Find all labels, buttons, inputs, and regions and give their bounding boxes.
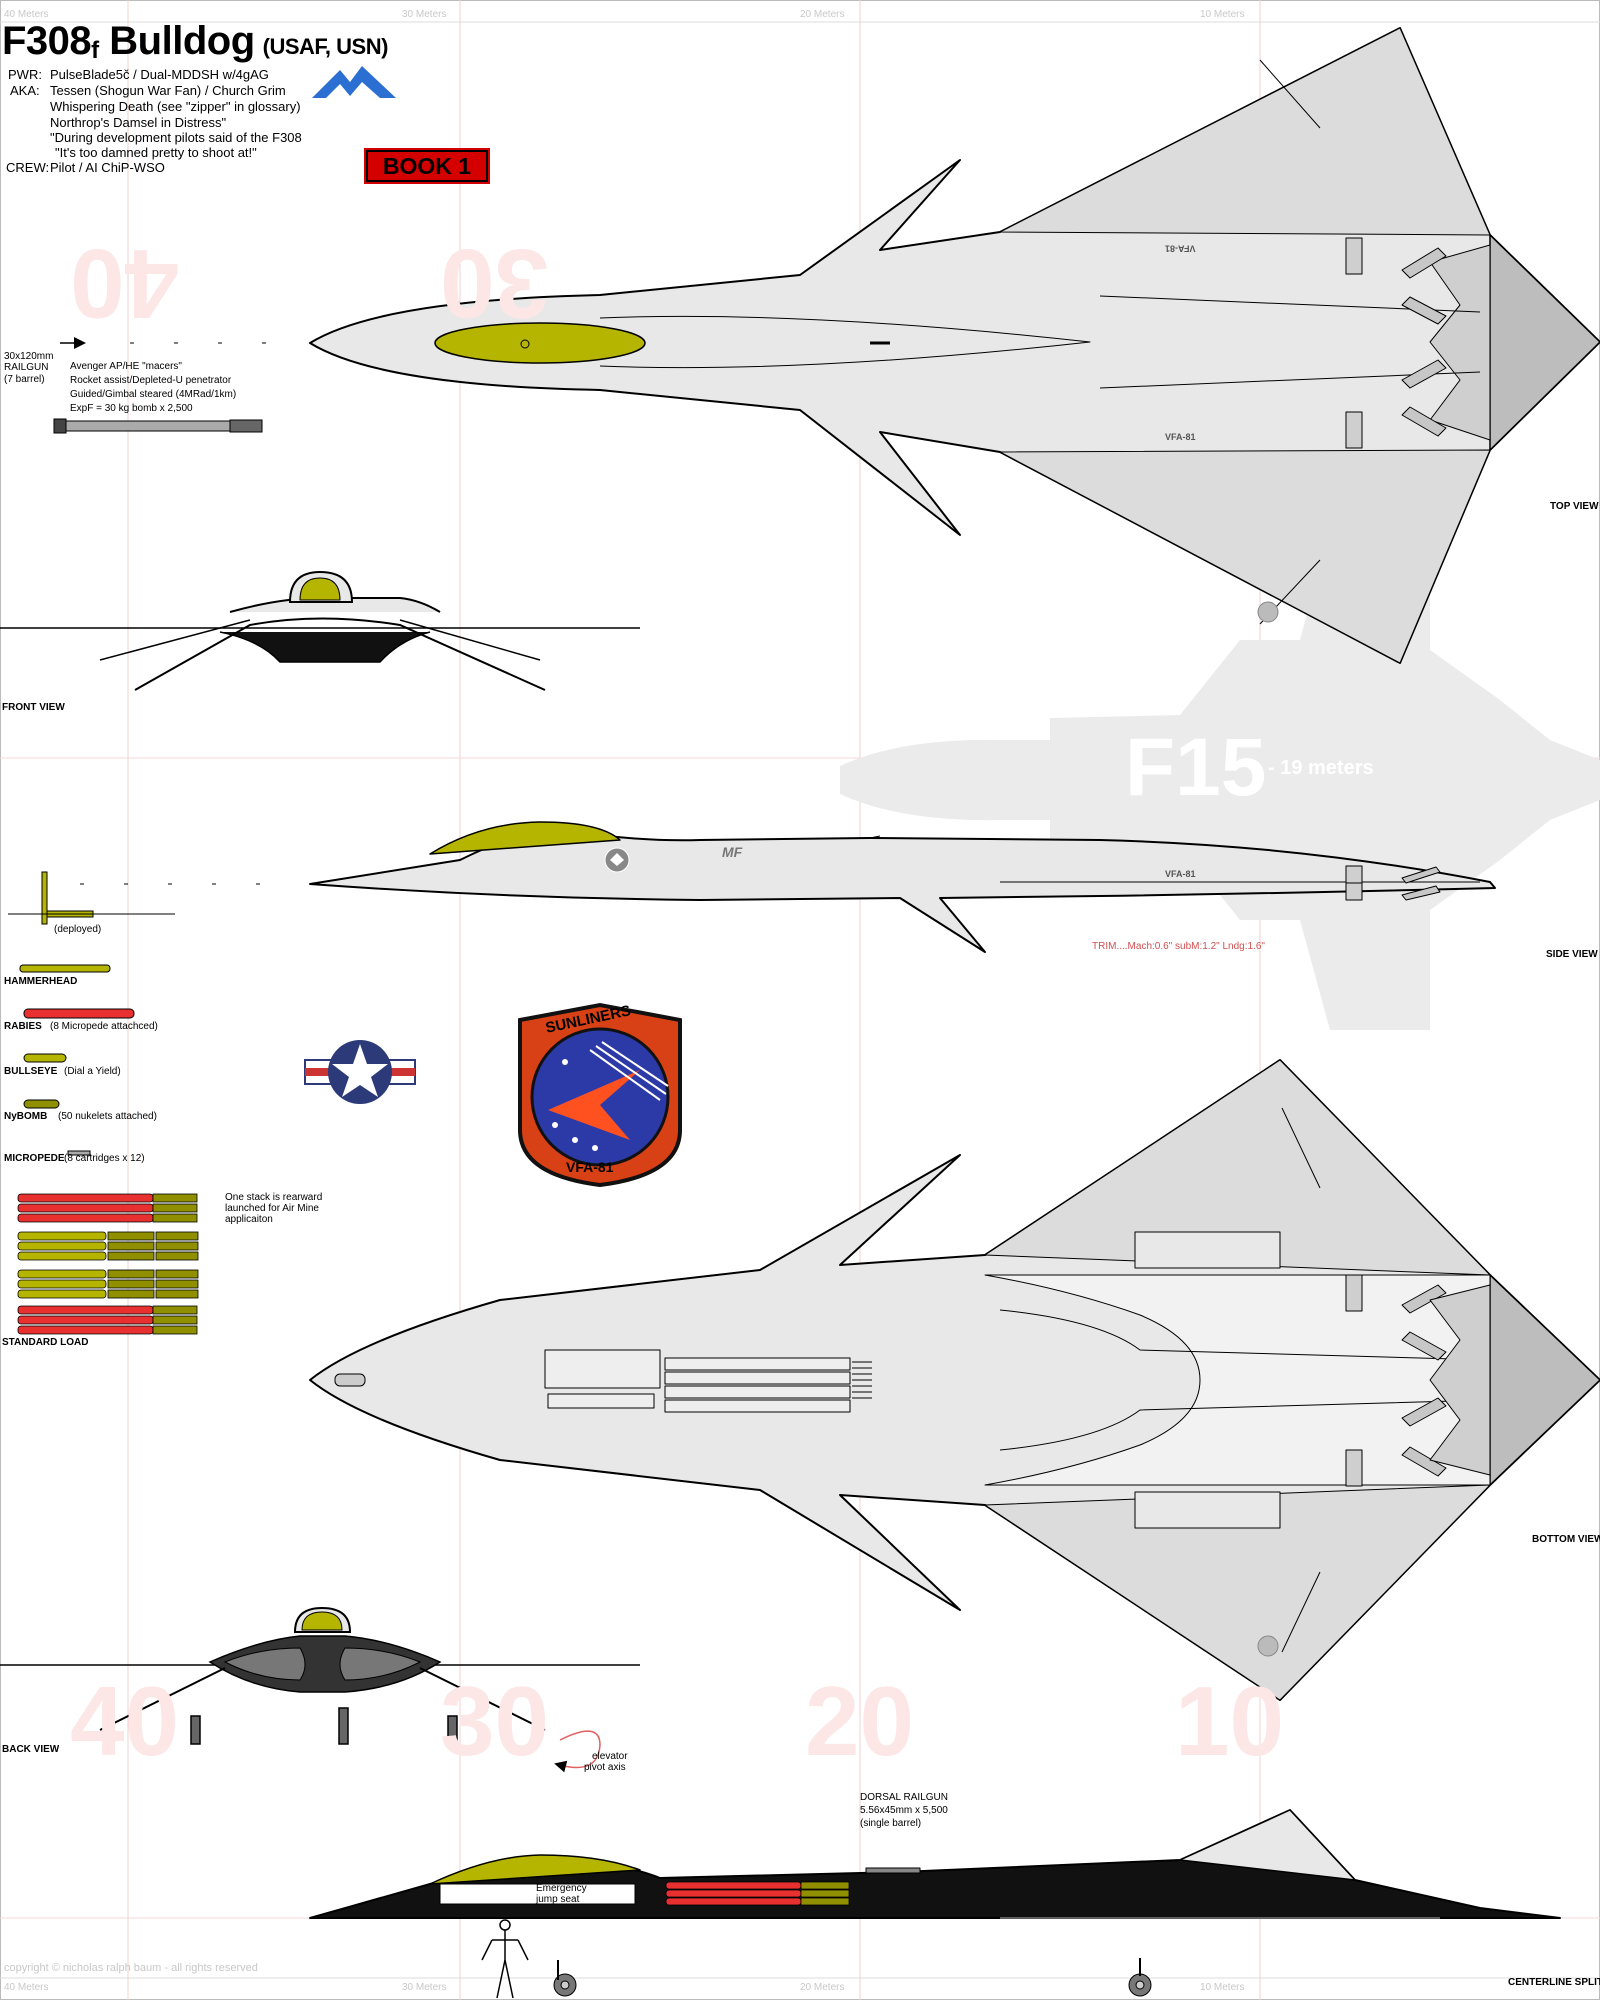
weapons-icons bbox=[8, 871, 175, 1156]
squadron-marking: VFA-81 bbox=[1165, 432, 1196, 442]
weapon-name: RABIES bbox=[4, 1021, 42, 1032]
railgun-label: (7 barrel) bbox=[4, 374, 45, 385]
book-badge: BOOK 1 bbox=[366, 150, 488, 182]
f15-label: F15 bbox=[1125, 722, 1267, 813]
stack-note: applicaiton bbox=[225, 1214, 273, 1225]
weapon-name: HAMMERHEAD bbox=[4, 976, 78, 987]
f15-length: - 19 meters bbox=[1268, 757, 1374, 779]
scale-number: 40 bbox=[70, 228, 180, 339]
view-label-front: FRONT VIEW bbox=[2, 702, 65, 713]
squadron-marking: VFA-81 bbox=[1165, 869, 1196, 879]
squadron-patch-icon bbox=[518, 1002, 682, 1188]
aka-line: "During development pilots said of the F… bbox=[50, 130, 302, 145]
ruler-bottom-label: 40 Meters bbox=[4, 1982, 49, 1993]
usaf-roundel-icon bbox=[304, 1040, 416, 1104]
seat-note: Emergency bbox=[536, 1883, 587, 1894]
view-label-back: BACK VIEW bbox=[2, 1744, 60, 1755]
weapon-name: BULLSEYE bbox=[4, 1066, 58, 1077]
ruler-top-label: 30 Meters bbox=[402, 9, 447, 20]
aka-line: "It's too damned pretty to shoot at!" bbox=[55, 145, 257, 160]
ruler-bottom-label: 20 Meters bbox=[800, 1982, 845, 1993]
standard-load-stacks bbox=[17, 1193, 199, 1335]
weapon-note: (8 cartridges x 12) bbox=[64, 1153, 145, 1164]
f15-silhouette bbox=[840, 530, 1600, 1030]
scale-number: 40 bbox=[70, 1666, 180, 1776]
bottom-view bbox=[309, 1059, 1600, 1701]
scale-number: 20 bbox=[805, 1666, 915, 1776]
front-view bbox=[0, 570, 640, 691]
scale-number: 10 bbox=[1175, 1666, 1285, 1776]
ruler-top-label: 40 Meters bbox=[4, 9, 49, 20]
aircraft-title: F308f Bulldog(USAF, USN) bbox=[2, 19, 388, 64]
aka-label: AKA: bbox=[10, 83, 40, 98]
pwr-value: PulseBlade5č / Dual-MDDSH w/4gAG bbox=[50, 67, 269, 82]
pilot-initials: MF bbox=[722, 844, 743, 860]
dorsal-label: DORSAL RAILGUN bbox=[860, 1792, 948, 1803]
aka-line: Whispering Death (see "zipper" in glossa… bbox=[50, 99, 301, 114]
elevator-note: pivot axis bbox=[584, 1762, 626, 1773]
weapon-note: (Dial a Yield) bbox=[64, 1066, 121, 1077]
pilot-skeleton-icon bbox=[481, 1919, 529, 1999]
stack-note: One stack is rearward bbox=[225, 1192, 323, 1203]
ruler-top-label: 20 Meters bbox=[800, 9, 845, 20]
weapon-note: (8 Micropede attachced) bbox=[50, 1021, 158, 1032]
trim-note: TRIM....Mach:0.6" subM:1.2" Lndg:1.6" bbox=[1092, 941, 1265, 952]
seat-note: jump seat bbox=[536, 1894, 580, 1905]
scale-number: 30 bbox=[440, 1666, 550, 1776]
aka-line: Northrop's Damsel in Distress" bbox=[50, 115, 227, 130]
ruler-top-label: 10 Meters bbox=[1200, 9, 1245, 20]
view-label-side: SIDE VIEW bbox=[1546, 949, 1598, 960]
weapon-note: (50 nukelets attached) bbox=[58, 1111, 157, 1122]
crew-label: CREW: bbox=[6, 160, 50, 175]
elevator-note: elevator bbox=[592, 1751, 628, 1762]
railgun-ammo: Guided/Gimbal steared (4MRad/1km) bbox=[70, 389, 237, 400]
railgun-label: 30x120mm bbox=[4, 351, 54, 362]
aka-line: Tessen (Shogun War Fan) / Church Grim bbox=[50, 83, 286, 98]
view-label-top: TOP VIEW bbox=[1550, 501, 1599, 512]
pwr-label: PWR: bbox=[8, 67, 42, 82]
view-label-centerline: CENTERLINE SPLIT bbox=[1508, 1977, 1600, 1988]
ruler-bottom-label: 30 Meters bbox=[402, 1982, 447, 1993]
crew-value: Pilot / AI ChiP-WSO bbox=[50, 160, 165, 175]
landing-gear-icon bbox=[553, 1958, 1152, 1997]
view-label-bottom: BOTTOM VIEW bbox=[1532, 1534, 1600, 1545]
scale-number: 30 bbox=[440, 228, 550, 339]
northrop-logo-icon bbox=[312, 66, 396, 98]
railgun-ammo: Avenger AP/HE "macers" bbox=[70, 361, 182, 372]
dorsal-label: (single barrel) bbox=[860, 1818, 922, 1829]
ruler-bottom-label: 10 Meters bbox=[1200, 1982, 1245, 1993]
railgun-ammo: Rocket assist/Depleted-U penetrator bbox=[70, 375, 232, 386]
patch-bottom-text: VFA-81 bbox=[566, 1159, 614, 1175]
weapon-name: NyBOMB bbox=[4, 1111, 48, 1122]
standard-load-label: STANDARD LOAD bbox=[2, 1337, 89, 1348]
stack-note: launched for Air Mine bbox=[225, 1203, 319, 1214]
dorsal-label: 5.56x45mm x 5,500 bbox=[860, 1805, 948, 1816]
railgun-icon bbox=[53, 337, 263, 434]
weapon-note: (deployed) bbox=[54, 924, 102, 935]
centerline-view bbox=[309, 1809, 1561, 1919]
top-view bbox=[309, 27, 1600, 664]
railgun-label: RAILGUN bbox=[4, 362, 49, 373]
copyright-notice: copyright © nicholas ralph baum - all ri… bbox=[4, 1962, 258, 1974]
back-view bbox=[0, 1606, 640, 1773]
railgun-ammo: ExpF = 30 kg bomb x 2,500 bbox=[70, 403, 193, 414]
squadron-marking: VFA-81 bbox=[1165, 243, 1196, 254]
weapon-name: MICROPEDE bbox=[4, 1153, 65, 1164]
